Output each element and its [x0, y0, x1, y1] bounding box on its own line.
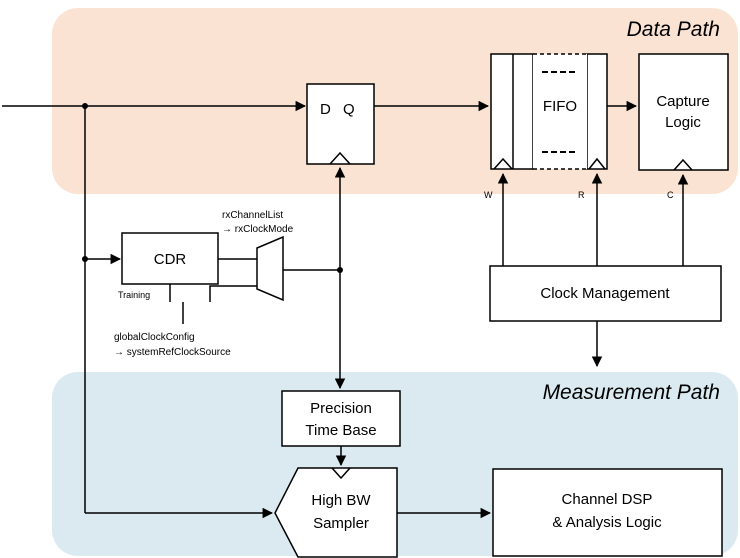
rx-clock-mode-label: → rxClockMode [222, 224, 294, 235]
channel-dsp-line2: & Analysis Logic [552, 514, 662, 531]
measurement-path-title: Measurement Path [543, 381, 720, 404]
fifo-middle [533, 54, 587, 169]
sampler-line1: High BW [311, 492, 371, 509]
capture-logic-line1: Capture [656, 93, 709, 110]
mux-second-input-line [209, 285, 257, 302]
flipflop-d-label: D [320, 101, 331, 118]
capture-logic-line2: Logic [665, 114, 701, 131]
fifo-label: FIFO [543, 98, 577, 115]
data-path-title: Data Path [627, 18, 720, 41]
fifo-write-clock-triangle [493, 157, 513, 170]
cdr-label: CDR [154, 251, 187, 268]
fifo-write-pin: W [484, 190, 493, 200]
cdr-block [121, 232, 219, 285]
fifo-left-block [490, 53, 534, 170]
precision-time-base-line2: Time Base [305, 422, 376, 439]
fifo-read-pin: R [578, 190, 585, 200]
flipflop-clock-triangle [329, 151, 351, 165]
precision-time-base-line1: Precision [310, 400, 372, 417]
capture-logic-block [638, 53, 729, 171]
high-bw-sampler-block [274, 467, 398, 558]
precision-time-base-block [281, 390, 401, 447]
clock-management-block [489, 265, 722, 322]
rx-channel-list-label: rxChannelList [222, 210, 283, 221]
channel-dsp-block [492, 468, 723, 557]
clock-mux [256, 235, 284, 302]
flipflop-q-label: Q [343, 101, 355, 118]
channel-dsp-line1: Channel DSP [562, 491, 653, 508]
cdr-training-label: Training [118, 290, 150, 300]
capture-clock-pin: C [667, 190, 674, 200]
fifo-right-block [586, 53, 608, 170]
capture-clock-triangle [673, 158, 693, 171]
global-clock-config-label: globalClockConfig [114, 332, 195, 343]
clock-management-label: Clock Management [540, 285, 670, 302]
sampler-clock-triangle [331, 467, 351, 480]
d-flipflop [306, 83, 375, 165]
fifo-read-clock-triangle [588, 157, 606, 170]
system-ref-clock-source-label: → systemRefClockSource [114, 347, 231, 358]
sampler-line2: Sampler [313, 515, 369, 532]
